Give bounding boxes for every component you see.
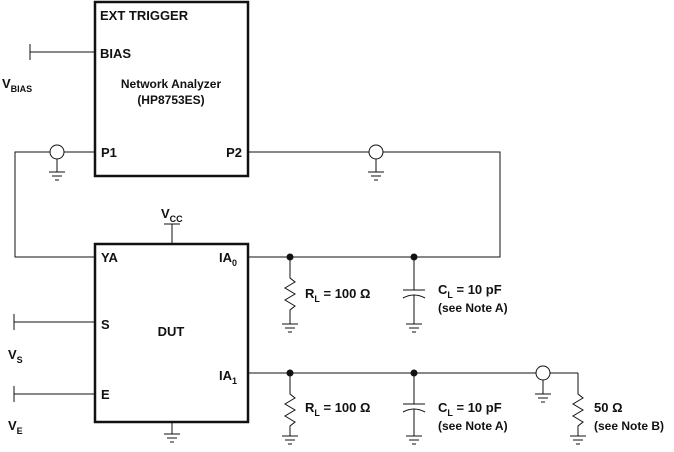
bias-pin-label: BIAS (100, 46, 131, 61)
termination-resistor (570, 373, 586, 445)
analyzer-model: (HP8753ES) (137, 93, 204, 107)
ia1-capacitor (402, 373, 426, 445)
ya-pin-label: YA (101, 250, 118, 265)
dut-ground-symbol (164, 422, 180, 443)
ia0-capacitor (402, 257, 426, 333)
ia0-rl-label: RL = 100 Ω (305, 286, 370, 304)
p1-to-ya-cable (14, 151, 95, 258)
ia0-cl-note: (see Note A) (438, 301, 508, 315)
p2-coax-connector (368, 144, 384, 181)
ia1-resistor (282, 373, 298, 445)
s-pin-label: S (101, 317, 110, 332)
vcc-label: VCC (161, 206, 183, 224)
vbias-connection (29, 44, 95, 60)
vbias-label: VBIAS (2, 76, 32, 94)
port1-label: P1 (101, 145, 117, 160)
e-pin-label: E (101, 387, 110, 402)
vs-connection (13, 314, 95, 330)
ia1-rl-label: RL = 100 Ω (305, 400, 370, 418)
ve-label: VE (8, 418, 23, 436)
vs-label: VS (8, 347, 23, 365)
p2-to-ia0-cable (248, 151, 501, 258)
network-analyzer-box (93, 0, 250, 178)
ia1-pin-label: IA1 (219, 368, 237, 386)
analyzer-name: Network Analyzer (121, 77, 222, 91)
ia1-coax-connector (535, 365, 551, 403)
ve-connection (13, 386, 95, 402)
termination-value: 50 Ω (594, 400, 623, 415)
termination-note: (see Note B) (594, 419, 664, 433)
ia1-cl-label: CL = 10 pF (438, 400, 502, 418)
p1-coax-connector (49, 144, 65, 181)
ia0-cl-label: CL = 10 pF (438, 282, 502, 300)
ia0-resistor (282, 257, 298, 333)
ia1-cl-note: (see Note A) (438, 419, 508, 433)
vcc-connection (164, 223, 180, 244)
port2-label: P2 (226, 145, 242, 160)
dut-label: DUT (158, 324, 185, 339)
ia0-pin-label: IA0 (219, 250, 237, 268)
ext-trigger-label: EXT TRIGGER (100, 8, 189, 23)
